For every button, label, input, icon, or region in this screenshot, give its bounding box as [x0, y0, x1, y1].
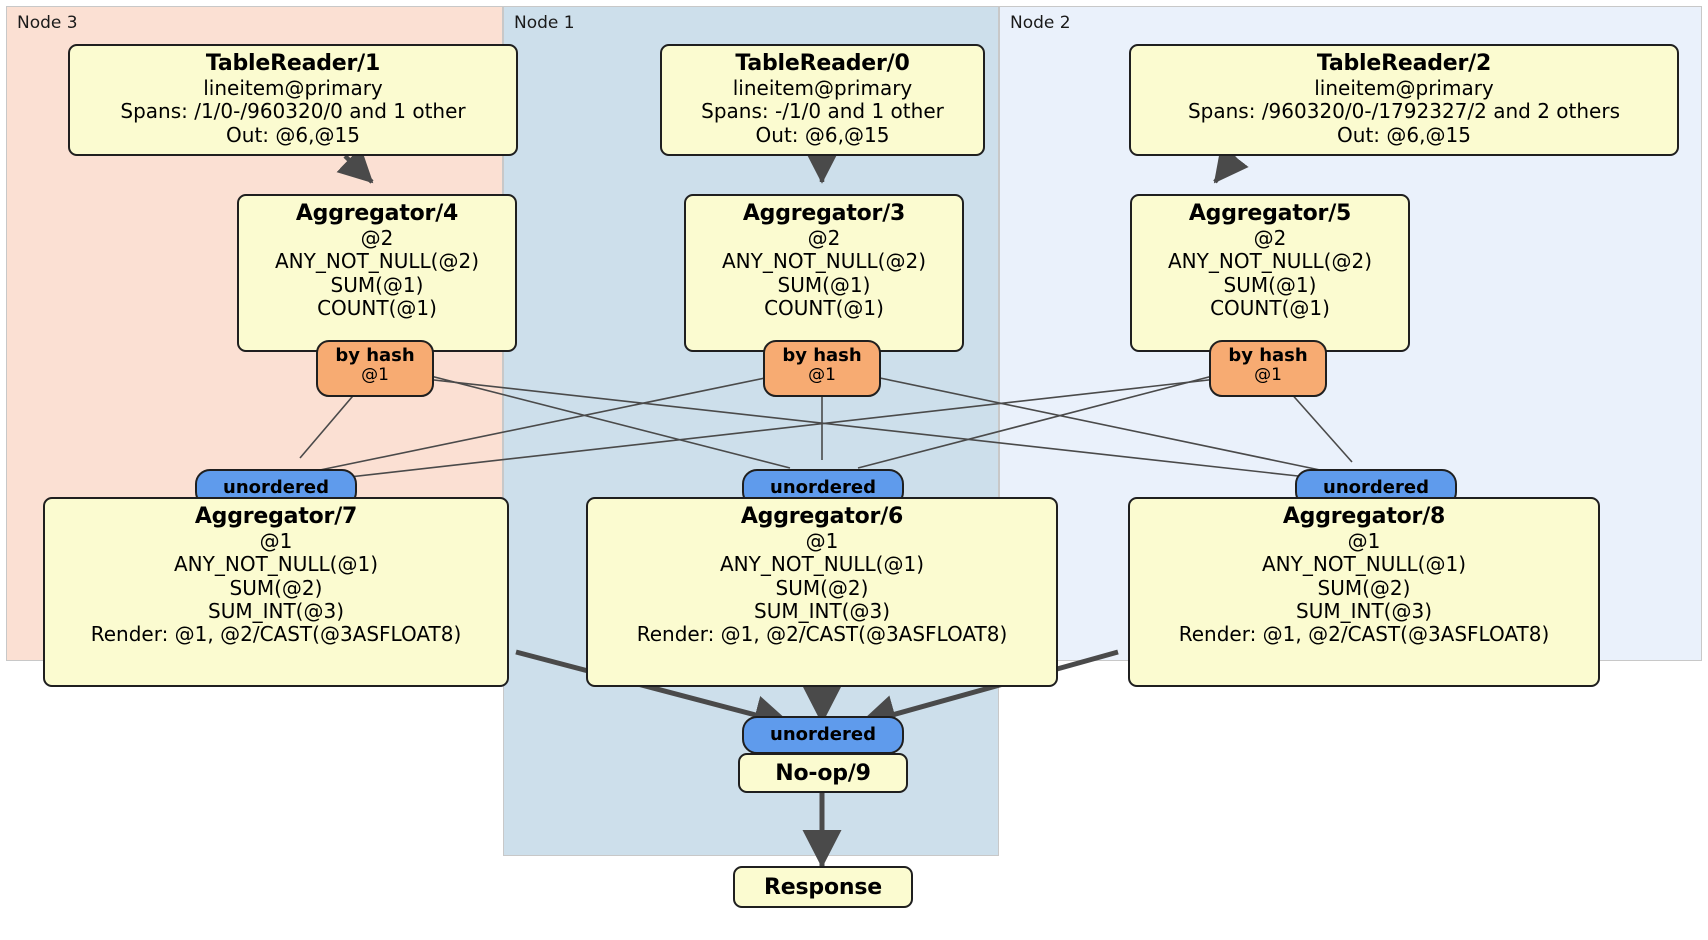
processor-title: Aggregator/8	[1282, 504, 1446, 529]
processor-title: Aggregator/3	[742, 201, 906, 226]
processor-detail-render: Render: @1, @2/CAST(@3ASFLOAT8)	[90, 622, 462, 647]
processor-aggregator5[interactable]: Aggregator/5 @2 ANY_NOT_NULL(@2) SUM(@1)…	[1130, 194, 1410, 352]
processor-detail-agg2: SUM(@2)	[1317, 575, 1411, 600]
processor-noop9[interactable]: No-op/9	[738, 753, 908, 793]
processor-detail-groupcol: @1	[1347, 528, 1381, 553]
processor-detail-table: lineitem@primary	[203, 75, 383, 100]
processor-title: Response	[764, 874, 882, 900]
processor-title: Aggregator/7	[194, 504, 358, 529]
processor-detail-render: Render: @1, @2/CAST(@3ASFLOAT8)	[1178, 622, 1550, 647]
processor-detail-groupcol: @2	[1253, 225, 1287, 250]
router-title: unordered	[1323, 476, 1429, 498]
processor-detail-agg3: SUM_INT(@3)	[1296, 598, 1432, 623]
processor-title: Aggregator/4	[295, 201, 459, 226]
processor-detail-agg3: COUNT(@1)	[764, 295, 884, 320]
node-panel-label-node1: Node 1	[514, 13, 575, 33]
processor-detail-groupcol: @2	[360, 225, 394, 250]
processor-title: Aggregator/6	[740, 504, 904, 529]
processor-aggregator6[interactable]: Aggregator/6 @1 ANY_NOT_NULL(@1) SUM(@2)…	[586, 497, 1058, 687]
processor-detail-spans: Spans: /960320/0-/1792327/2 and 2 others	[1187, 99, 1620, 124]
router-subtitle: @1	[808, 365, 836, 386]
router-title: unordered	[223, 476, 329, 498]
processor-detail-agg1: ANY_NOT_NULL(@1)	[174, 552, 378, 577]
processor-detail-agg2: SUM(@2)	[229, 575, 323, 600]
processor-title: TableReader/2	[1316, 51, 1492, 76]
processor-response[interactable]: Response	[733, 866, 913, 908]
processor-detail-agg3: COUNT(@1)	[317, 295, 437, 320]
processor-detail-groupcol: @1	[805, 528, 839, 553]
processor-detail-out: Out: @6,@15	[1337, 122, 1471, 147]
processor-detail-out: Out: @6,@15	[755, 122, 890, 147]
processor-detail-agg2: SUM(@2)	[775, 575, 869, 600]
processor-tablereader2[interactable]: TableReader/2 lineitem@primary Spans: /9…	[1129, 44, 1679, 156]
processor-detail-groupcol: @1	[259, 528, 293, 553]
router-by-hash-right[interactable]: by hash @1	[1209, 340, 1327, 397]
processor-title: TableReader/1	[205, 51, 381, 76]
node-panel-label-node2: Node 2	[1010, 13, 1071, 33]
processor-detail-table: lineitem@primary	[1314, 75, 1494, 100]
processor-detail-spans: Spans: /1/0-/960320/0 and 1 other	[120, 99, 466, 124]
processor-detail-groupcol: @2	[807, 225, 841, 250]
processor-aggregator4[interactable]: Aggregator/4 @2 ANY_NOT_NULL(@2) SUM(@1)…	[237, 194, 517, 352]
processor-detail-agg2: SUM(@1)	[330, 272, 424, 297]
node-panel-label-node3: Node 3	[17, 13, 78, 33]
router-title: by hash	[782, 345, 862, 366]
processor-tablereader0[interactable]: TableReader/0 lineitem@primary Spans: -/…	[660, 44, 985, 156]
processor-title: No-op/9	[775, 760, 871, 786]
processor-detail-agg2: SUM(@1)	[1223, 272, 1317, 297]
router-unordered-final[interactable]: unordered	[742, 716, 904, 754]
processor-detail-agg1: ANY_NOT_NULL(@1)	[1262, 552, 1466, 577]
router-subtitle: @1	[361, 365, 389, 386]
processor-detail-table: lineitem@primary	[732, 75, 913, 100]
processor-detail-spans: Spans: -/1/0 and 1 other	[701, 99, 944, 124]
processor-aggregator8[interactable]: Aggregator/8 @1 ANY_NOT_NULL(@1) SUM(@2)…	[1128, 497, 1600, 687]
processor-detail-agg1: ANY_NOT_NULL(@2)	[722, 249, 926, 274]
router-subtitle: @1	[1254, 365, 1282, 386]
processor-detail-render: Render: @1, @2/CAST(@3ASFLOAT8)	[636, 622, 1008, 647]
processor-aggregator3[interactable]: Aggregator/3 @2 ANY_NOT_NULL(@2) SUM(@1)…	[684, 194, 964, 352]
router-title: by hash	[335, 345, 415, 366]
processor-detail-agg3: SUM_INT(@3)	[208, 598, 344, 623]
processor-detail-out: Out: @6,@15	[226, 122, 360, 147]
processor-title: Aggregator/5	[1188, 201, 1352, 226]
processor-aggregator7[interactable]: Aggregator/7 @1 ANY_NOT_NULL(@1) SUM(@2)…	[43, 497, 509, 687]
processor-detail-agg1: ANY_NOT_NULL(@2)	[275, 249, 479, 274]
router-title: by hash	[1228, 345, 1308, 366]
router-title: unordered	[770, 723, 876, 745]
processor-detail-agg2: SUM(@1)	[777, 272, 871, 297]
router-by-hash-left[interactable]: by hash @1	[316, 340, 434, 397]
router-title: unordered	[770, 476, 876, 498]
processor-detail-agg1: ANY_NOT_NULL(@1)	[720, 552, 924, 577]
processor-tablereader1[interactable]: TableReader/1 lineitem@primary Spans: /1…	[68, 44, 518, 156]
processor-detail-agg3: COUNT(@1)	[1210, 295, 1330, 320]
processor-detail-agg3: SUM_INT(@3)	[754, 598, 890, 623]
router-by-hash-mid[interactable]: by hash @1	[763, 340, 881, 397]
processor-title: TableReader/0	[735, 51, 910, 76]
processor-detail-agg1: ANY_NOT_NULL(@2)	[1168, 249, 1372, 274]
